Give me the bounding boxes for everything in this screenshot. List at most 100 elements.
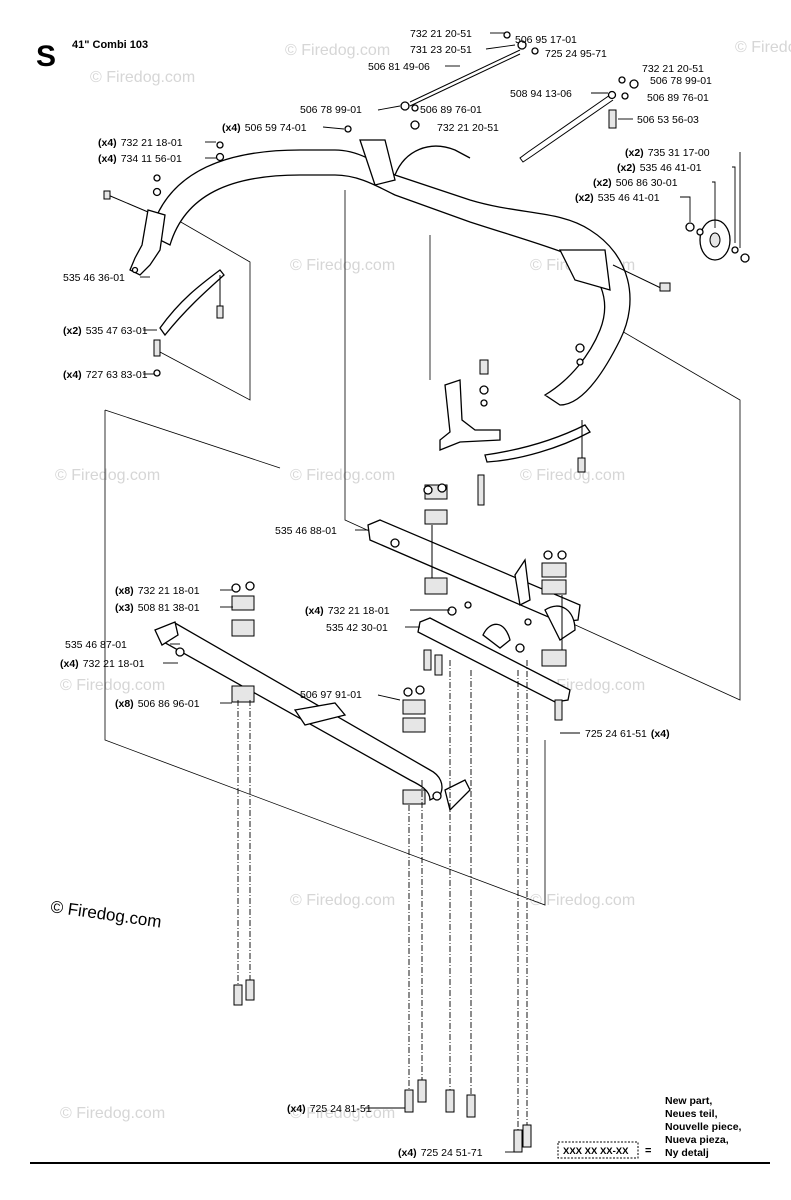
qty-label: (x4) [60,658,79,670]
part-label: 506 86 30-01 [616,177,678,189]
legend-line: Ny detalj [665,1147,709,1159]
qty-label: (x8) [115,585,134,597]
long-bolts [233,660,532,1153]
crossbar-535-46-88 [367,519,581,641]
qty-label: (x4) [398,1147,417,1159]
watermark-text: © Firedog.com [290,1105,395,1122]
model-title: 41" Combi 103 [72,39,148,51]
right-bracket [439,343,591,506]
qty-label: (x3) [115,602,134,614]
svg-text:(x4)732 21 18-01: (x4) 732 21 18-01 [98,137,183,149]
legend-equals: = [645,1145,651,1157]
wheel-assembly [612,219,750,292]
qty-label: (x4) [98,137,117,149]
watermark-text: © Firedog.com [520,467,625,484]
part-label: 731 23 20-51 [410,44,472,56]
part-label: 506 89 76-01 [647,92,709,104]
lower-handlebar [154,581,471,812]
part-label: 535 46 87-01 [65,639,127,651]
part-label: 506 89 76-01 [420,104,482,116]
watermark-text: © Firedog.com [285,42,390,59]
part-label: 506 97 91-01 [300,689,362,701]
part-label: 508 94 13-06 [510,88,572,100]
watermark-text: © Firedog.com [55,467,160,484]
part-label: 506 78 99-01 [650,75,712,87]
part-label: 732 21 18-01 [328,605,390,617]
qty-label: (x4) [63,369,82,381]
svg-text:(x2)535 46 41-01: (x2)535 46 41-01 [617,162,702,174]
part-label: 725 24 95-71 [545,48,607,60]
bracket-535-42-30 [417,601,571,721]
qty-label: (x4) [305,605,324,617]
part-label: 732 21 20-51 [410,28,472,40]
qty-label: (x4) [98,153,117,165]
svg-text:(x4)725 24 81-51: (x4) 725 24 81-51 [287,1103,372,1115]
qty-label: (x2) [575,192,594,204]
legend-line: Nouvelle piece, [665,1121,742,1133]
watermark-text: © Firedog.com [90,69,195,86]
legend-line: Nueva pieza, [665,1134,729,1146]
bracket-535-46-36 [103,190,166,276]
assembly-planes [104,190,741,906]
svg-text:(x4)506 59 74-01: (x4) 506 59 74-01 [222,122,307,134]
part-label: 506 86 96-01 [138,698,200,710]
svg-text:(x2)735 31 17-00: (x2) 735 31 17-00 [625,147,710,159]
watermark-text: © Firedog.com [290,257,395,274]
part-label: 732 21 18-01 [138,585,200,597]
qty-label: (x8) [115,698,134,710]
part-label: 535 47 63-01 [86,325,148,337]
svg-text:(x4)734 11 56-01: (x4) 734 11 56-01 [98,153,182,165]
watermark-text: © Firedog.com [530,892,635,909]
part-label: 535 46 36-01 [63,272,125,284]
part-label: 535 46 41-01 [598,192,660,204]
watermark-text: © Firedog.com [290,467,395,484]
upper-handle [149,139,631,406]
part-labels: 732 21 20-51 506 95 17-01 731 23 20-51 7… [60,28,712,1159]
qty-label: (x2) [63,325,82,337]
svg-text:(x4)732 21 18-01: (x4) 732 21 18-01 [60,658,145,670]
strut-535-47-63 [152,141,225,377]
qty-label: (x2) [625,147,644,159]
part-label: 732 21 20-51 [642,63,704,75]
section-letter: S [36,40,56,73]
part-label: 725 24 61-51 [585,728,647,740]
watermark-text: © Firedog.com [735,39,791,56]
legend-box-text: XXX XX XX-XX [563,1146,629,1157]
watermark-text: © Firedog.com [60,1105,165,1122]
watermark-text: © Firedog.com [60,677,165,694]
part-label: 506 95 17-01 [515,34,577,46]
part-label: 734 11 56-01 [121,153,182,165]
part-label: 732 21 18-01 [83,658,145,670]
svg-text:(x2)535 47 63-01: (x2) 535 47 63-01 [63,325,148,337]
part-label: 506 53 56-03 [637,114,699,126]
part-label: 725 24 81-51 [310,1103,372,1115]
leader-lines [140,32,741,1153]
svg-text:(x3)508 81 38-01: (x3) 508 81 38-01 [115,602,200,614]
qty-label: (x2) [593,177,612,189]
svg-text:(x8)506 86 96-01: (x8) 506 86 96-01 [115,698,200,710]
svg-text:(x2)535 46 41-01: (x2) 535 46 41-01 [575,192,660,204]
part-label: 508 81 38-01 [138,602,200,614]
part-label: 535 46 88-01 [275,525,337,537]
legend-line: New part, [665,1095,712,1107]
part-label: 535 42 30-01 [326,622,388,634]
qty-label: (x4) [651,728,670,740]
legend: XXX XX XX-XX = New part, Neues teil, Nou… [557,1095,742,1159]
svg-text:(x4)727 63 83-01: (x4) 727 63 83-01 [63,369,148,381]
part-label: 727 63 83-01 [86,369,148,381]
legend-line: Neues teil, [665,1108,718,1120]
new-part-box [557,1141,639,1159]
svg-text:725 24 61-51(x4): 725 24 61-51 (x4) [585,728,670,740]
svg-text:(x8)732 21 18-01: (x8) 732 21 18-01 [115,585,200,597]
qty-label: (x4) [222,122,241,134]
part-label: 535 46 41-01 [640,162,702,174]
svg-text:(x4)732 21 18-01: (x4) 732 21 18-01 [305,605,390,617]
clamp-blocks [423,483,567,667]
part-label: 725 24 51-71 [421,1147,483,1159]
part-label: 735 31 17-00 [648,147,710,159]
qty-label: (x4) [287,1103,306,1115]
part-label: 506 78 99-01 [300,104,362,116]
part-label: 732 21 18-01 [121,137,183,149]
part-label: 506 59 74-01 [245,122,307,134]
